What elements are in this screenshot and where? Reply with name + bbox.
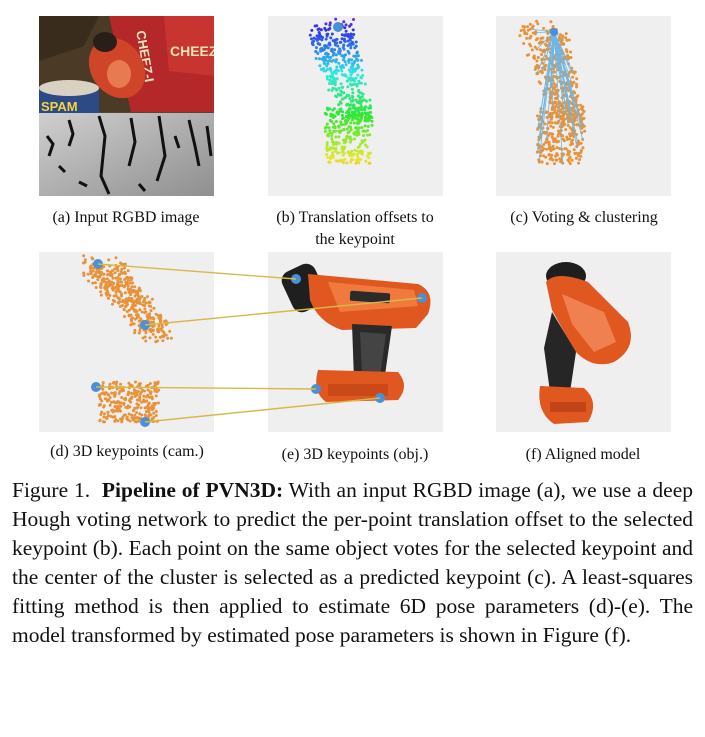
translation-offsets-plot <box>268 16 443 196</box>
figure-caption: Figure 1. Pipeline of PVN3D: With an inp… <box>12 476 693 650</box>
drill-model-drawing <box>281 263 431 403</box>
cheez-it-logo-text: CHEEZ-IT <box>170 43 214 59</box>
rgbd-image-drawing: CHEEZ-IT CHEEZ-I SPAM <box>39 16 214 196</box>
caption-f: (f) Aligned model <box>525 446 641 463</box>
caption-e: (e) 3D keypoints (obj.) <box>281 446 429 463</box>
voting-clustering-plot <box>496 16 671 196</box>
aligned-drill-drawing <box>539 262 631 424</box>
figure-label: Figure 1. <box>12 478 91 502</box>
caption-c: (c) Voting & clustering <box>510 209 658 226</box>
caption-b: (b) Translation offsets to the keypoint <box>252 207 458 251</box>
offset-point-cloud <box>308 17 374 165</box>
keypoints-cam-plot <box>39 252 214 432</box>
caption-b-line2: the keypoint <box>315 231 395 248</box>
figure-body: With an input RGBD image (a), we use a d… <box>12 478 693 647</box>
caption-b-line1: (b) Translation offsets to <box>276 209 434 226</box>
voting-point-cloud <box>518 19 587 166</box>
keypoint-cam-point-cloud <box>81 254 173 427</box>
figure-title: Pipeline of PVN3D: <box>101 478 284 502</box>
aligned-model-drill <box>496 252 671 432</box>
keypoints-obj-drill <box>268 252 443 432</box>
caption-a: (a) Input RGBD image <box>52 209 200 226</box>
input-rgbd-image: CHEEZ-IT CHEEZ-I SPAM <box>39 16 214 196</box>
caption-d: (d) 3D keypoints (cam.) <box>50 443 204 460</box>
spam-can-text: SPAM <box>41 99 78 114</box>
